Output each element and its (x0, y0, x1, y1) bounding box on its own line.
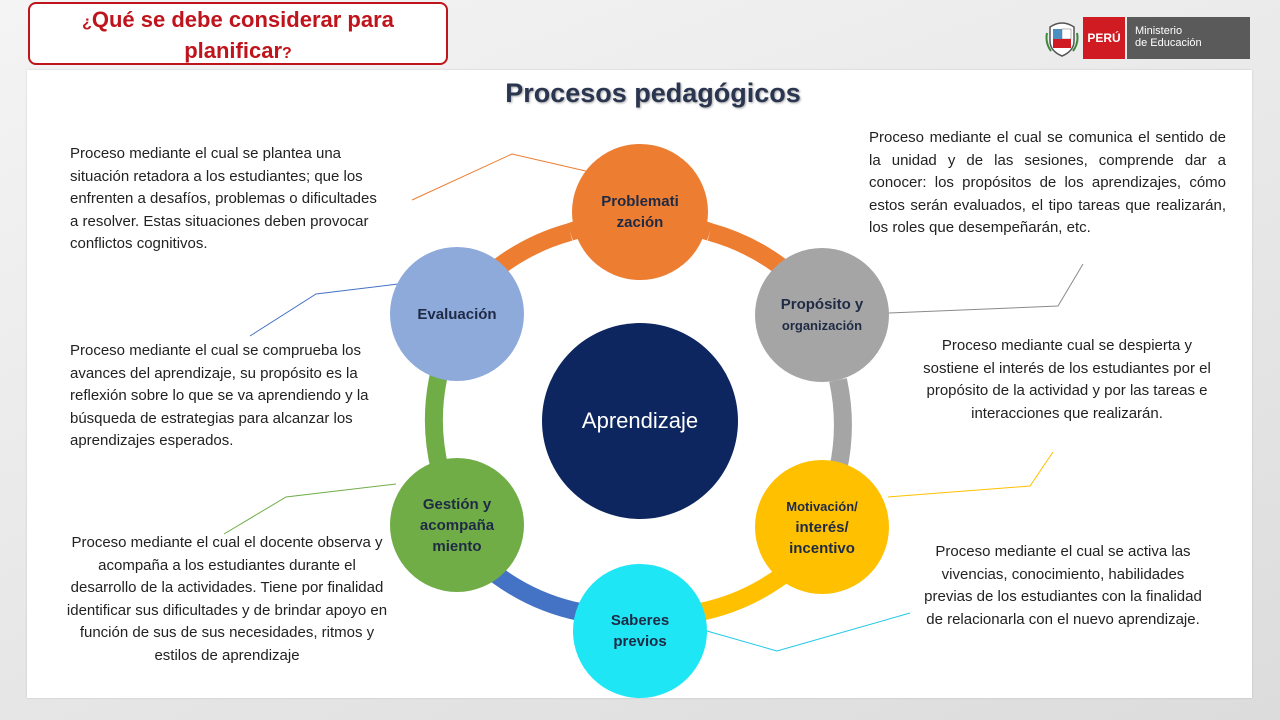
node-proposito: Propósito y organización (755, 248, 889, 382)
node-gestion-line-3: miento (432, 537, 482, 555)
ministry-line-1: Ministerio (1135, 25, 1183, 37)
desc-evaluacion: Proceso mediante el cual se comprueba lo… (70, 342, 369, 449)
node-evaluacion-line-1: Evaluación (417, 305, 497, 323)
node-saberes-line-2: previos (613, 633, 667, 650)
node-problematizacion: Problemati zación (572, 144, 708, 280)
ministry-line-2: de Educación (1135, 37, 1202, 49)
slide-title-box: ¿Qué se debe considerar para planificar? (28, 2, 448, 65)
desc-saberes: Proceso mediante el cual se activa las v… (924, 543, 1202, 628)
node-problematizacion-line-2: zación (616, 214, 664, 231)
desc-problematizacion: Proceso mediante el cual se plantea una … (70, 145, 377, 252)
title-open-question-mark: ¿ (82, 14, 92, 31)
ring-segment-motivacion (829, 378, 852, 472)
node-gestion-line-1: Gestión y (422, 495, 492, 513)
connector-saberes (706, 612, 911, 652)
desc-motivacion: Proceso mediante cual se despierta y sos… (923, 337, 1211, 422)
connector-gestion (223, 483, 397, 535)
coat-of-arms-icon (1045, 22, 1079, 57)
connector-motivacion (887, 451, 1054, 498)
connector-lines (223, 153, 1084, 652)
connector-problematizacion (411, 153, 591, 201)
peru-badge: PERÚ (1083, 17, 1125, 59)
desc-gestion: Proceso mediante el cual el docente obse… (66, 534, 388, 664)
node-motivacion-line-1: Motivación/ (786, 498, 858, 514)
node-saberes-line-1: Saberes (610, 612, 670, 629)
diagram-title: Procesos pedagógicos (505, 78, 801, 108)
node-saberes: Saberes previos (573, 564, 707, 698)
ministry-logo: PERÚ Ministerio de Educación (1045, 17, 1250, 59)
node-gestion: Gestión y acompaña miento (390, 458, 524, 592)
node-motivacion-line-2: interés/ (795, 518, 849, 536)
node-proposito-line-2: organización (781, 318, 863, 333)
ring-segment-evaluacion (425, 367, 449, 473)
title-close-question-mark: ? (282, 45, 292, 62)
node-proposito-line-1: Propósito y (780, 296, 864, 313)
center-node-aprendizaje: Aprendizaje (542, 323, 738, 519)
node-problematizacion-line-1: Problemati (601, 193, 679, 210)
ministry-badge: Ministerio de Educación (1127, 17, 1250, 59)
node-gestion-line-2: acompaña (419, 516, 495, 534)
node-evaluacion: Evaluación (390, 247, 524, 381)
node-motivacion: Motivación/interés/incentivo (755, 460, 889, 594)
node-motivacion-line-3: incentivo (789, 539, 855, 557)
connector-proposito (887, 263, 1084, 314)
slide-title: Qué se debe considerar para planificar (91, 7, 394, 63)
desc-proposito: Proceso mediante el cual se comunica el … (869, 129, 1226, 236)
connector-evaluacion (249, 283, 399, 337)
